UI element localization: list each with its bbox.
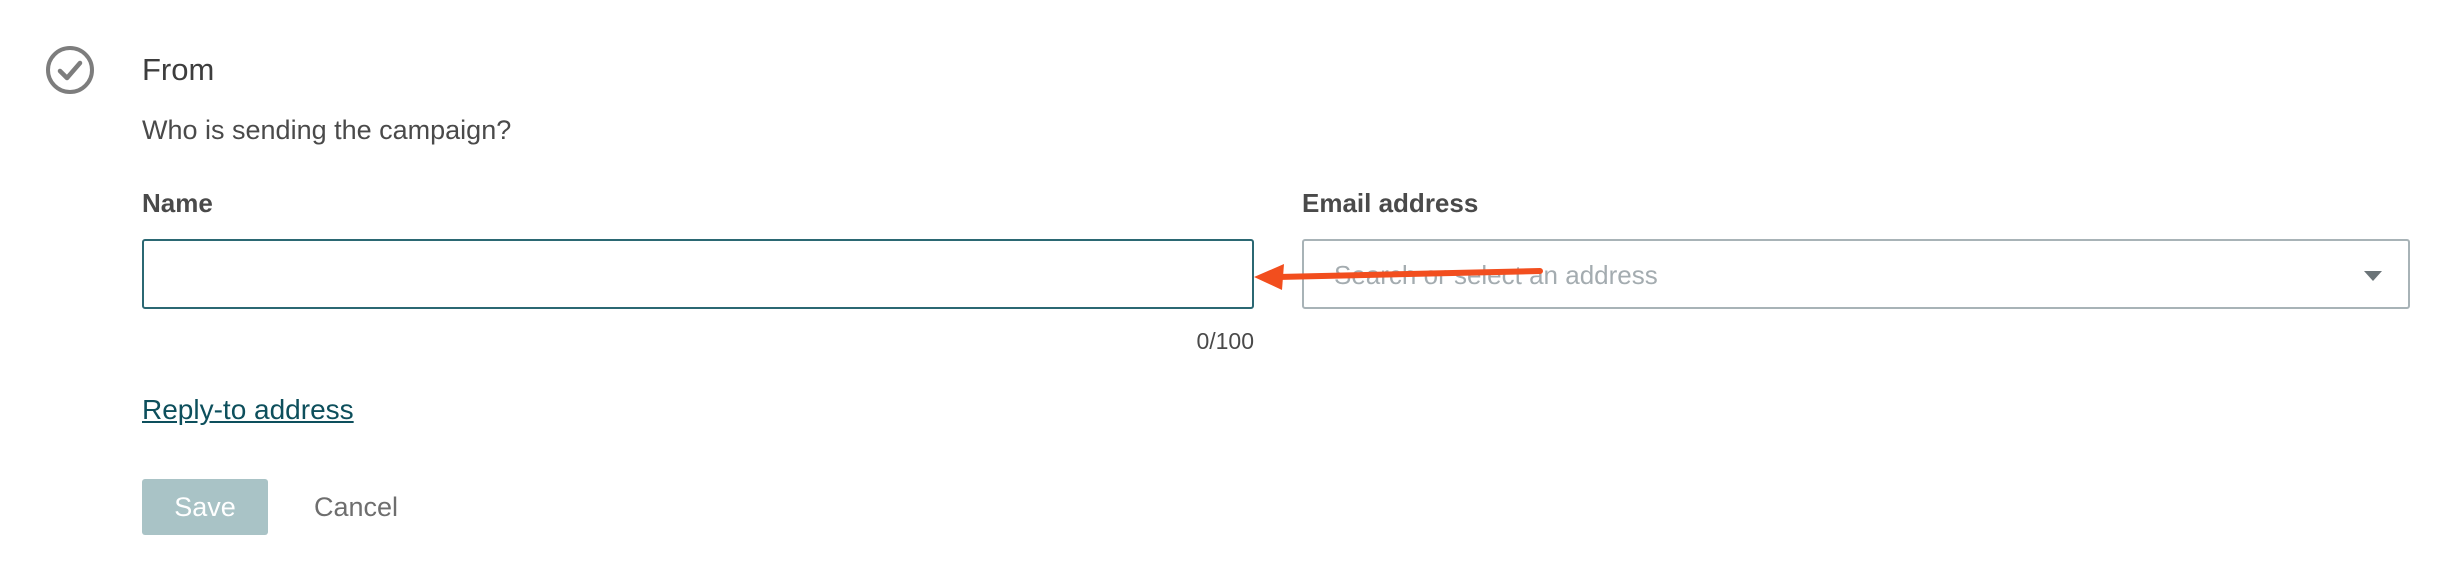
check-circle-icon: [46, 46, 94, 94]
save-button[interactable]: Save: [142, 479, 268, 535]
reply-to-address-link[interactable]: Reply-to address: [142, 394, 354, 425]
email-address-placeholder: Search or select an address: [1334, 260, 1658, 290]
name-input[interactable]: [142, 239, 1254, 309]
email-address-label: Email address: [1302, 188, 1479, 218]
cancel-button[interactable]: Cancel: [296, 479, 416, 535]
email-address-select[interactable]: Search or select an address: [1302, 239, 2410, 309]
section-subtitle: Who is sending the campaign?: [142, 115, 512, 145]
name-label: Name: [142, 188, 213, 218]
section-title: From: [142, 52, 215, 87]
name-character-counter: 0/100: [1196, 328, 1254, 354]
caret-down-icon[interactable]: [2364, 271, 2382, 281]
